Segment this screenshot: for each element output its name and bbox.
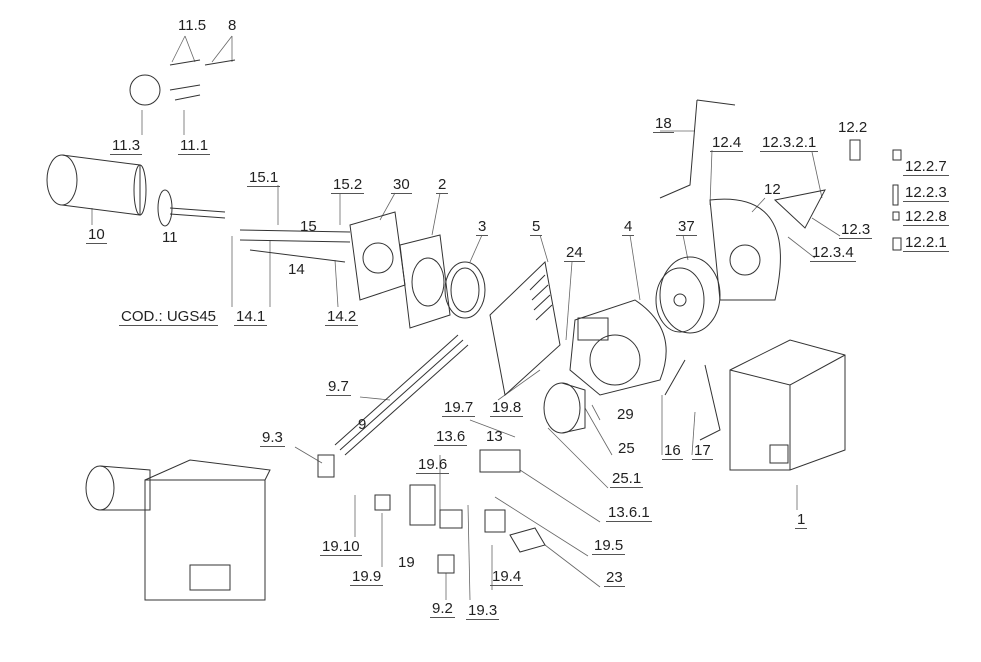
electrical-parts-drawing: [317, 454, 546, 574]
part-label: 23: [604, 569, 625, 587]
part-label: 30: [391, 176, 412, 194]
rod-drawing: [659, 99, 736, 199]
part-label: 29: [617, 406, 634, 423]
part-label: 9.3: [260, 429, 285, 447]
part-label: 13.6: [434, 428, 468, 446]
part-label: 24: [564, 244, 585, 262]
part-label: 12.2.1: [903, 234, 949, 252]
part-label: 19.10: [320, 538, 362, 556]
part-label: 14.2: [325, 308, 359, 326]
part-label: 11.5: [178, 17, 207, 34]
part-label: 16: [662, 442, 683, 460]
air-damper-drawing: [773, 189, 826, 229]
plate-drawing: [489, 260, 561, 396]
part-label: 12.2.7: [903, 158, 949, 176]
burner-assembly-drawing: [85, 459, 271, 601]
fan-housing-drawing: [569, 299, 667, 396]
electrodes-drawing: [239, 229, 351, 263]
fan-wheel-drawing: [655, 256, 721, 334]
part-label: 19.7: [442, 399, 476, 417]
part-label: 9.7: [326, 378, 351, 396]
rear-housing-drawing: [709, 198, 781, 301]
part-label: 2: [436, 176, 449, 194]
part-label: 8: [228, 17, 237, 34]
part-label: 19: [398, 554, 415, 571]
part-label: 15.2: [331, 176, 365, 194]
part-label: 19.5: [592, 537, 626, 555]
part-label: 9: [358, 416, 367, 433]
part-label: 25.1: [610, 470, 644, 488]
pipes-drawing: [664, 359, 721, 441]
part-label: 12.2: [838, 119, 868, 136]
part-label: 12.2.8: [903, 208, 949, 226]
ring-drawing: [444, 261, 486, 319]
part-label: 17: [692, 442, 713, 460]
part-label: 14.1: [234, 308, 268, 326]
part-label: 15: [300, 218, 317, 235]
part-label: 12.3.2.1: [760, 134, 819, 152]
part-label: 37: [676, 218, 697, 236]
pump-drawing: [543, 382, 586, 434]
part-label: 12.3: [839, 221, 873, 239]
blast-tube-drawing: [46, 154, 147, 216]
part-code-label: COD.: UGS45: [119, 308, 219, 326]
cover-drawing: [729, 339, 846, 471]
part-label: 10: [86, 226, 107, 244]
part-label: 11.3: [110, 137, 143, 155]
part-label: 18: [653, 115, 674, 133]
part-label: 9.2: [430, 600, 455, 618]
part-label: 13.6.1: [606, 504, 652, 522]
valve-drawing: [479, 449, 521, 473]
combustion-head-drawing: [157, 189, 226, 227]
part-label: 19.3: [466, 602, 500, 620]
part-label: 4: [622, 218, 635, 236]
part-label: 19.4: [490, 568, 524, 586]
part-label: 5: [530, 218, 543, 236]
part-label: 19.8: [490, 399, 524, 417]
hoses-drawing: [334, 334, 469, 456]
part-label: 12.3.4: [810, 244, 856, 262]
part-label: 12.4: [710, 134, 744, 152]
leader-lines: [91, 35, 841, 601]
part-label: 11.1: [178, 137, 211, 155]
part-label: 19.6: [416, 456, 450, 474]
gasket-drawing: [399, 234, 451, 329]
part-label: 25: [618, 440, 635, 457]
flange-drawing: [349, 211, 406, 301]
part-label: 11: [162, 229, 178, 246]
part-label: 15.1: [247, 169, 281, 187]
nozzle-parts-drawing: [849, 139, 902, 251]
part-label: 14: [288, 261, 305, 278]
part-label: 12.2.3: [903, 184, 949, 202]
part-label: 13: [486, 428, 503, 445]
disc-drawing: [129, 59, 236, 106]
part-label: 1: [795, 511, 808, 529]
part-label: 12: [764, 181, 781, 198]
part-label: 3: [476, 218, 489, 236]
part-label: 19.9: [350, 568, 384, 586]
